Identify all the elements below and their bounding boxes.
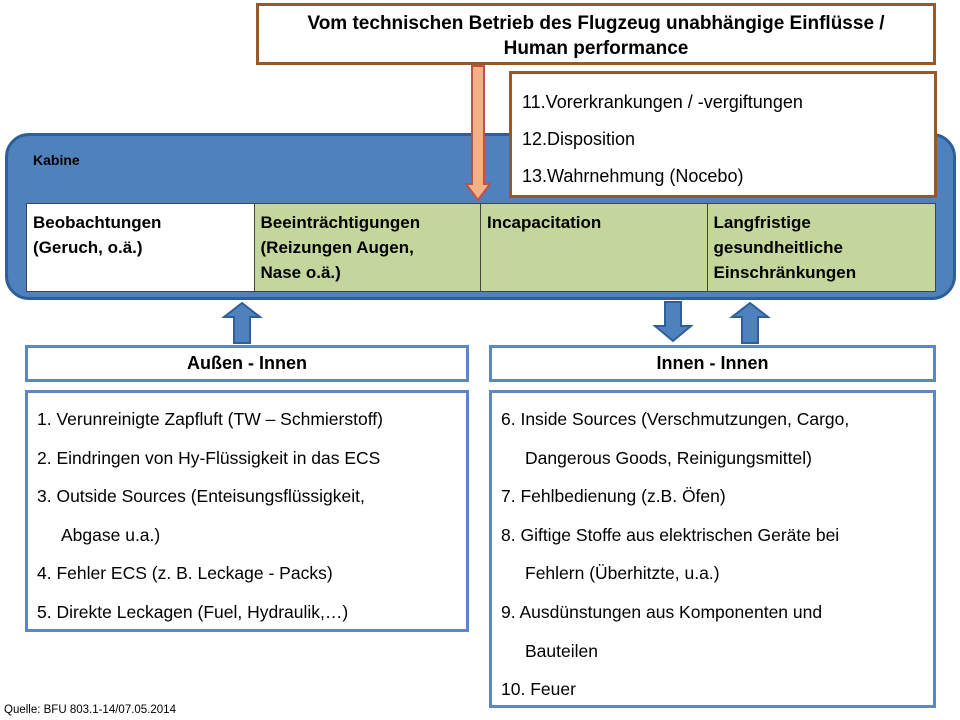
- cell-line: Beobachtungen: [33, 213, 162, 232]
- cabin-cell-long-term-effects: Langfristige gesundheitliche Einschränku…: [707, 204, 935, 291]
- human-performance-box: Vom technischen Betrieb des Flugzeug una…: [256, 3, 936, 65]
- inside-inside-item-8: 8. Giftige Stoffe aus elektrischen Gerät…: [501, 524, 840, 545]
- cabin-cell-impairments: Beeinträchtigungen (Reizungen Augen, Nas…: [254, 204, 481, 291]
- inside-inside-item-8-cont: Fehlern (Überhitzte, u.a.): [525, 563, 720, 584]
- top-box-line-1: Vom technischen Betrieb des Flugzeug una…: [307, 13, 885, 34]
- cell-line: Langfristige: [713, 213, 811, 232]
- cell-line: Nase o.ä.): [260, 263, 341, 282]
- human-factors-box: 11.Vorerkrankungen / -vergiftungen 12.Di…: [509, 71, 937, 198]
- inside-inside-list: 6. Inside Sources (Verschmutzungen, Carg…: [489, 390, 936, 708]
- blue-up-arrow-left-icon: [221, 301, 263, 344]
- inside-inside-item-7: 7. Fehlbedienung (z.B. Öfen): [501, 486, 726, 507]
- human-factor-item-13: 13.Wahrnehmung (Nocebo): [522, 166, 744, 186]
- outside-inside-item-3: 3. Outside Sources (Enteisungsflüssigkei…: [37, 486, 365, 507]
- orange-down-arrow-icon: [464, 65, 492, 202]
- cell-line: (Geruch, o.ä.): [33, 238, 143, 257]
- cabin-effects-table: Beobachtungen (Geruch, o.ä.) Beeinträcht…: [26, 203, 936, 292]
- inside-inside-item-9: 9. Ausdünstungen aus Komponenten und: [501, 601, 823, 622]
- cabin-cell-observations: Beobachtungen (Geruch, o.ä.): [27, 204, 255, 291]
- outside-inside-list: 1. Verunreinigte Zapfluft (TW – Schmiers…: [25, 390, 469, 632]
- cell-line: Einschränkungen: [713, 263, 857, 282]
- inside-inside-item-6: 6. Inside Sources (Verschmutzungen, Carg…: [501, 409, 850, 429]
- cell-line: gesundheitliche: [713, 238, 843, 257]
- outside-inside-item-4: 4. Fehler ECS (z. B. Leckage - Packs): [37, 563, 333, 584]
- inside-inside-header: Innen - Innen: [489, 345, 936, 382]
- source-citation: Quelle: BFU 803.1-14/07.05.2014: [4, 704, 176, 716]
- outside-inside-header: Außen - Innen: [25, 345, 469, 382]
- human-factor-item-11: 11.Vorerkrankungen / -vergiftungen: [522, 92, 803, 112]
- top-box-line-2: Human performance: [503, 38, 689, 59]
- blue-down-arrow-icon: [652, 301, 694, 343]
- outside-inside-item-2: 2. Eindringen von Hy-Flüssigkeit in das …: [37, 447, 381, 468]
- outside-inside-item-1: 1. Verunreinigte Zapfluft (TW – Schmiers…: [37, 409, 383, 429]
- cell-line: (Reizungen Augen,: [260, 238, 414, 257]
- cell-line: Beeinträchtigungen: [260, 213, 421, 232]
- inside-inside-item-10: 10. Feuer: [501, 679, 576, 700]
- inside-inside-item-9-cont: Bauteilen: [525, 640, 598, 661]
- cabin-label: Kabine: [33, 152, 80, 168]
- outside-inside-item-3-cont: Abgase u.a.): [61, 524, 161, 545]
- outside-inside-item-5: 5. Direkte Leckagen (Fuel, Hydraulik,…): [37, 601, 349, 622]
- cabin-cell-incapacitation: Incapacitation: [481, 204, 708, 291]
- blue-up-arrow-right-icon: [729, 301, 771, 344]
- inside-inside-item-6-cont: Dangerous Goods, Reinigungsmittel): [525, 447, 812, 468]
- cell-line: Incapacitation: [487, 213, 602, 232]
- human-factor-item-12: 12.Disposition: [522, 129, 636, 149]
